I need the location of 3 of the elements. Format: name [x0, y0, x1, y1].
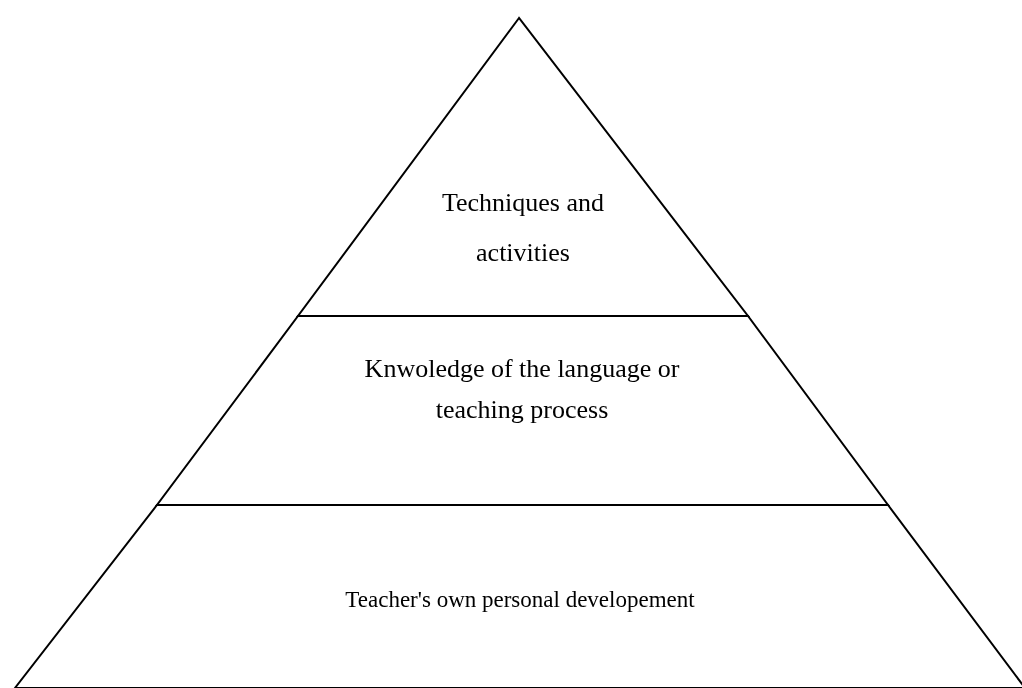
- tier-label: Knwoledge of the language or teaching process: [363, 353, 681, 426]
- tier-label: Techniques and activities: [440, 187, 606, 269]
- tier-label: Teacher's own personal developement: [344, 586, 696, 614]
